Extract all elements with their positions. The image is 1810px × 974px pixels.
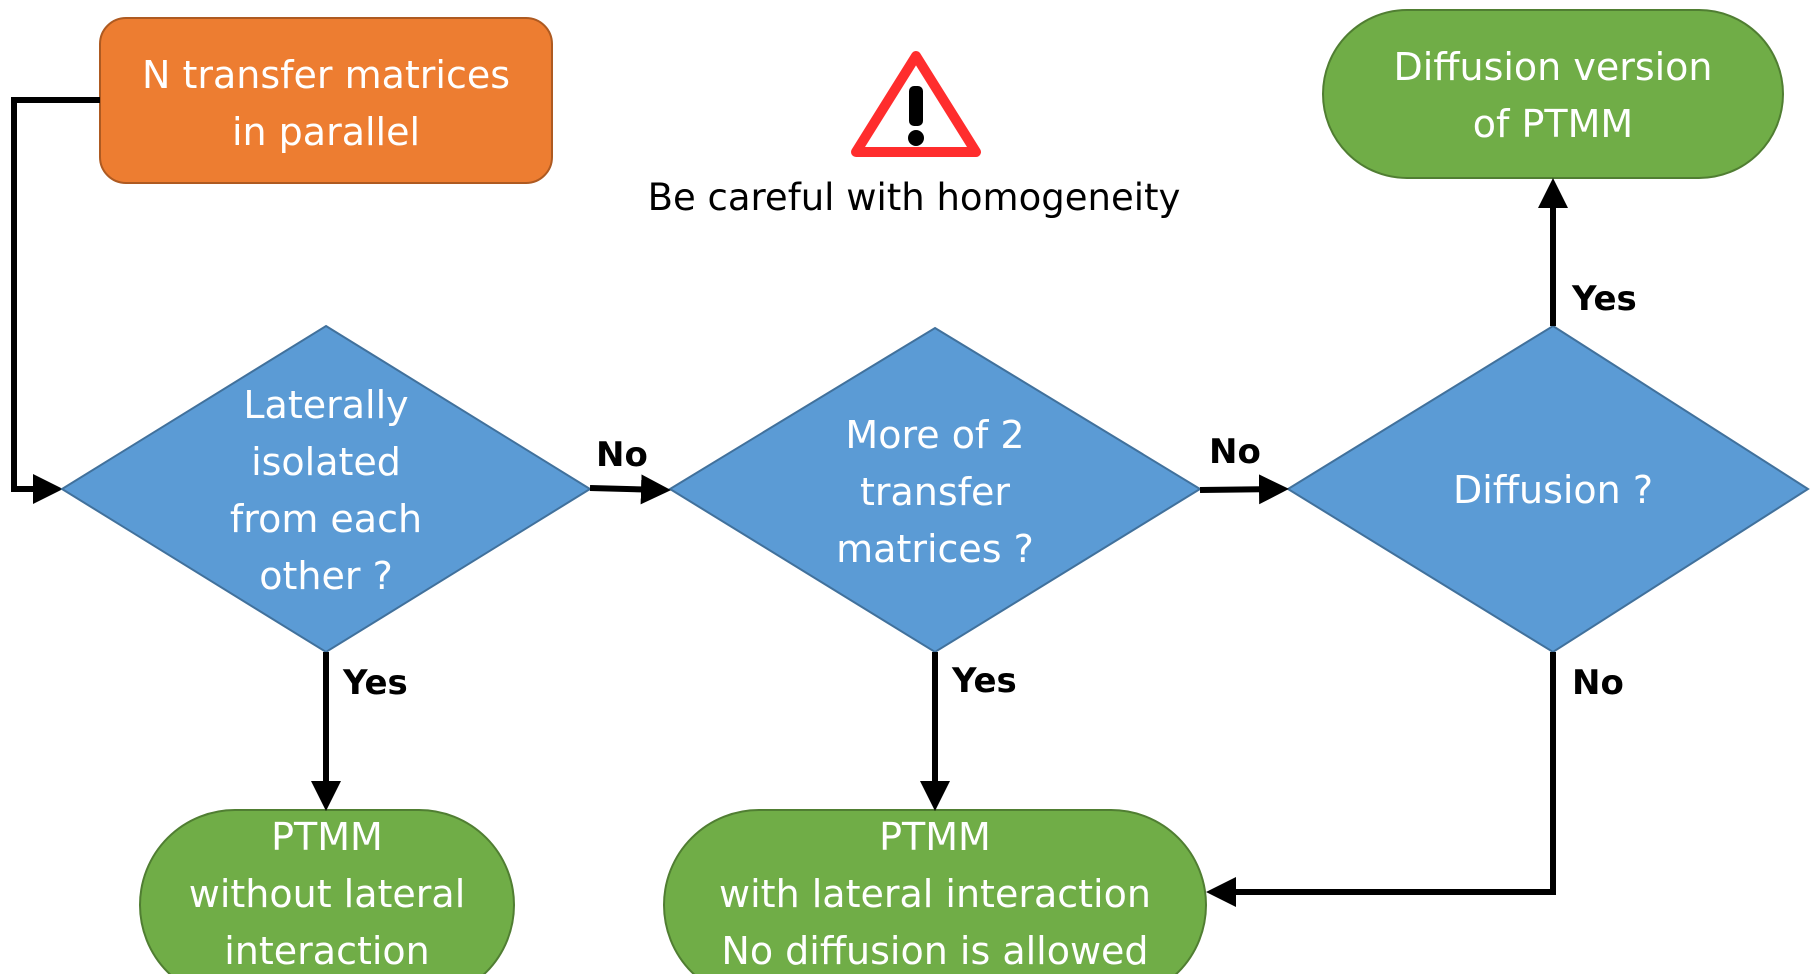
terminal-diffusion-version-line1: Diffusion version — [1393, 45, 1712, 89]
terminal-lateral: PTMM with lateral interaction No diffusi… — [663, 809, 1207, 974]
decision-diffusion-line1: Diffusion ? — [1453, 468, 1653, 512]
decision-isolated-line2: isolated — [251, 440, 401, 484]
start-node: N transfer matrices in parallel — [99, 17, 553, 184]
warning-triangle-icon — [851, 51, 981, 157]
terminal-no-lateral-line1: PTMM — [271, 815, 383, 859]
terminal-lateral-line2: with lateral interaction — [719, 872, 1151, 916]
edge-label-more-no: No — [1209, 432, 1261, 472]
edge-label-diffusion-yes: Yes — [1571, 279, 1637, 319]
terminal-diffusion-version: Diffusion version of PTMM — [1322, 9, 1784, 179]
edge-label-more-yes: Yes — [951, 661, 1017, 701]
terminal-diffusion-version-shape — [1322, 9, 1784, 179]
arrow-diffusion-no — [1206, 652, 1556, 907]
terminal-no-lateral-line3: interaction — [224, 929, 430, 973]
warning-note: Be careful with homogeneity — [648, 51, 1181, 219]
terminal-no-lateral-line2: without lateral — [189, 872, 466, 916]
edge-label-diffusion-no: No — [1572, 663, 1624, 703]
edge-label-isolated-yes: Yes — [342, 663, 408, 703]
decision-isolated-line3: from each — [230, 497, 422, 541]
arrow-isolated-no — [589, 474, 671, 505]
decision-isolated-line1: Laterally — [243, 383, 408, 427]
start-node-shape — [99, 17, 553, 184]
edge-label-isolated-no: No — [596, 435, 648, 475]
decision-more-than-two: More of 2 transfer matrices ? — [668, 326, 1202, 654]
decision-diffusion: Diffusion ? — [1286, 324, 1810, 654]
warning-text: Be careful with homogeneity — [648, 176, 1181, 219]
terminal-no-lateral: PTMM without lateral interaction — [139, 809, 515, 974]
decision-more-than-two-line2: transfer — [860, 470, 1010, 514]
arrow-more-no — [1199, 474, 1289, 505]
decision-isolated-shape — [60, 324, 592, 654]
terminal-lateral-line3: No diffusion is allowed — [721, 929, 1148, 973]
start-node-line1: N transfer matrices — [142, 53, 510, 97]
decision-isolated: Laterally isolated from each other ? — [60, 324, 592, 654]
terminal-lateral-line1: PTMM — [879, 815, 991, 859]
decision-isolated-line4: other ? — [259, 554, 392, 598]
decision-more-than-two-line3: matrices ? — [836, 527, 1034, 571]
decision-more-than-two-line1: More of 2 — [845, 413, 1024, 457]
start-node-line2: in parallel — [232, 110, 420, 154]
arrow-start-to-isolated — [11, 97, 100, 504]
terminal-diffusion-version-line2: of PTMM — [1473, 102, 1633, 146]
